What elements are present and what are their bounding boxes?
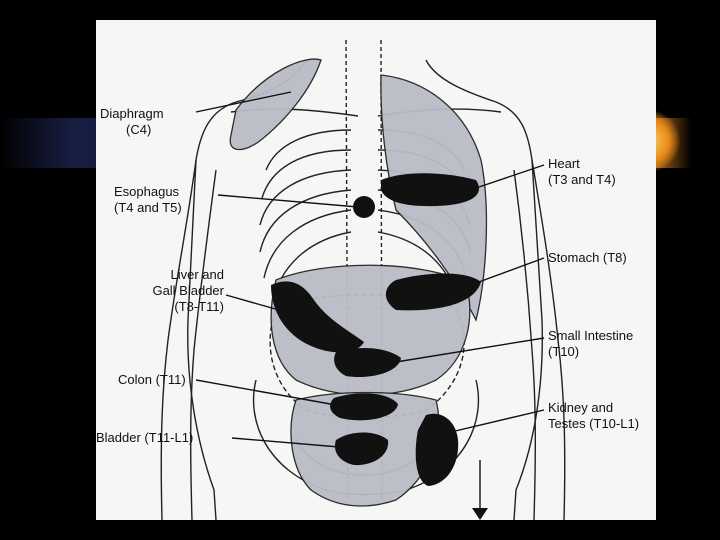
label-stomach-text: Stomach (T8) bbox=[548, 250, 627, 265]
label-diaphragm-level: (C4) bbox=[126, 122, 152, 137]
arrow-down-icon bbox=[472, 508, 488, 520]
diaphragm-zone bbox=[229, 58, 322, 151]
label-kidney-line2: Testes (T10-L1) bbox=[548, 416, 640, 431]
bladder-leader bbox=[231, 437, 352, 449]
label-bladder: Bladder (T11-L1) bbox=[96, 430, 193, 446]
label-liver-line1: Liver and bbox=[170, 267, 224, 282]
stomach-leader bbox=[467, 257, 545, 287]
label-heart-name: Heart bbox=[548, 156, 580, 171]
small-intestine-organ bbox=[334, 348, 401, 378]
label-liver-line2: Gall Bladder bbox=[152, 283, 224, 298]
kidney-leader bbox=[450, 409, 545, 433]
label-stomach: Stomach (T8) bbox=[548, 250, 627, 266]
label-liver-level: (T8-T11) bbox=[174, 299, 224, 314]
small-intestine-leader bbox=[395, 337, 545, 363]
label-small-intestine: Small Intestine (T10) bbox=[548, 328, 633, 360]
liver-organ bbox=[271, 281, 364, 353]
label-kidney: Kidney and Testes (T10-L1) bbox=[548, 400, 639, 432]
label-colon: Colon (T11) bbox=[118, 372, 186, 388]
label-diaphragm: Diaphragm (C4) bbox=[100, 106, 164, 138]
colon-leader bbox=[195, 379, 337, 406]
label-diaphragm-name: Diaphragm bbox=[100, 106, 164, 121]
heart-leader bbox=[475, 164, 545, 189]
label-kidney-line1: Kidney and bbox=[548, 400, 614, 415]
body-illustration bbox=[160, 39, 566, 520]
label-colon-text: Colon (T11) bbox=[118, 372, 186, 387]
kidney-organ bbox=[415, 413, 459, 486]
heart-organ bbox=[381, 173, 480, 207]
bladder-organ bbox=[334, 432, 389, 466]
esophagus-organ bbox=[353, 196, 375, 218]
label-heart: Heart (T3 and T4) bbox=[548, 156, 616, 188]
diaphragm-leader bbox=[195, 91, 292, 113]
esophagus-leader bbox=[217, 194, 359, 208]
label-liver: Liver and Gall Bladder (T8-T11) bbox=[96, 267, 224, 315]
referred-pain-diagram: Diaphragm (C4) Esophagus (T4 and T5) Liv… bbox=[96, 20, 656, 520]
label-small-intestine-level: (T10) bbox=[548, 344, 580, 359]
label-esophagus-level: (T4 and T5) bbox=[114, 200, 182, 215]
label-heart-level: (T3 and T4) bbox=[548, 172, 616, 187]
left-arm-outline bbox=[160, 159, 197, 520]
label-bladder-text: Bladder (T11-L1) bbox=[96, 430, 194, 445]
label-esophagus: Esophagus (T4 and T5) bbox=[114, 184, 182, 216]
label-esophagus-name: Esophagus bbox=[114, 184, 180, 199]
colon-organ bbox=[330, 393, 398, 421]
stomach-organ bbox=[385, 273, 481, 311]
liver-leader bbox=[225, 294, 315, 321]
label-small-intestine-name: Small Intestine bbox=[548, 328, 634, 343]
